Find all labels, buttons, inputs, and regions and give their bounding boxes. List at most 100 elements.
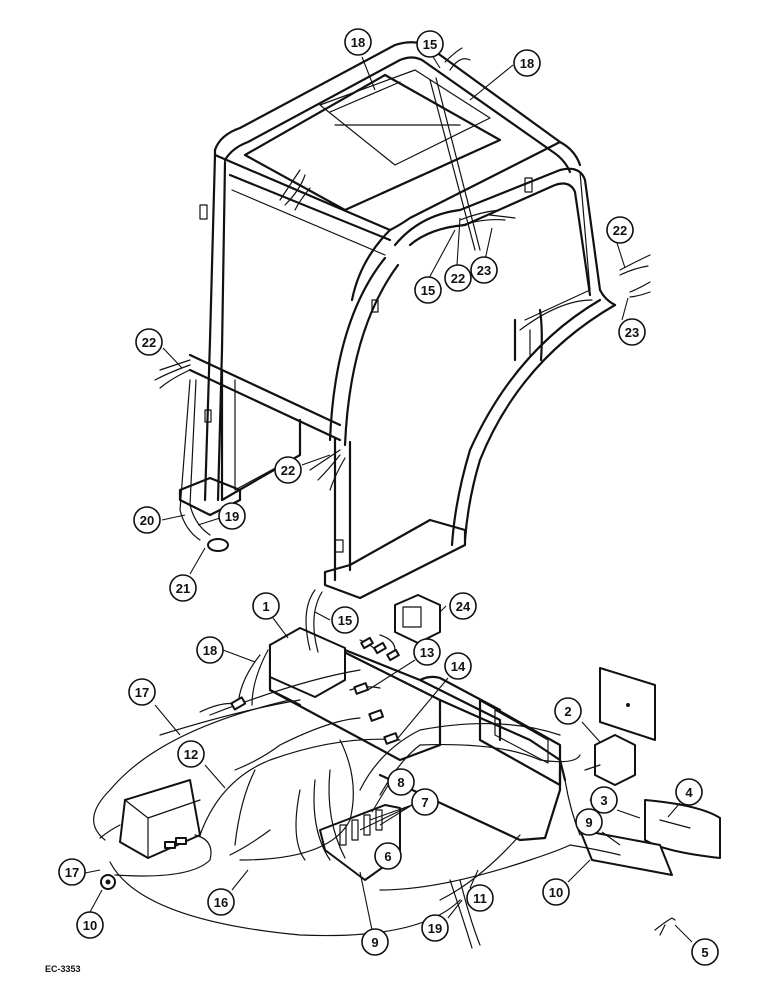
callout-14: 14: [444, 652, 472, 680]
callout-1: 1: [252, 592, 280, 620]
callout-circle: [542, 878, 570, 906]
callout-20: 20: [133, 506, 161, 534]
callout-circle: [421, 914, 449, 942]
leader-lines: [84, 51, 693, 943]
callout-circle: [618, 318, 646, 346]
callout-number: 18: [520, 56, 534, 71]
callout-number: 22: [613, 223, 627, 238]
callout-10: 10: [542, 878, 570, 906]
callout-circle: [470, 256, 498, 284]
callout-19: 19: [421, 914, 449, 942]
callout-17: 17: [128, 678, 156, 706]
callout-number: 19: [428, 921, 442, 936]
callout-5: 5: [691, 938, 719, 966]
callout-number: 8: [397, 775, 404, 790]
callout-13: 13: [413, 638, 441, 666]
callout-10: 10: [76, 911, 104, 939]
callout-number: 1: [262, 599, 269, 614]
callout-circle: [444, 264, 472, 292]
callout-circle: [575, 808, 603, 836]
callout-16: 16: [207, 888, 235, 916]
callout-circle: [691, 938, 719, 966]
callout-3: 3: [590, 786, 618, 814]
callout-circle: [590, 786, 618, 814]
callout-circle: [387, 768, 415, 796]
callout-number: 24: [456, 599, 471, 614]
callout-circle: [128, 678, 156, 706]
callout-number: 6: [384, 849, 391, 864]
callout-circle: [675, 778, 703, 806]
callout-number: 3: [600, 793, 607, 808]
callout-number: 12: [184, 747, 198, 762]
callout-24: 24: [449, 592, 477, 620]
callout-circle: [135, 328, 163, 356]
callout-11: 11: [466, 884, 494, 912]
callout-circle: [252, 592, 280, 620]
callout-6: 6: [374, 842, 402, 870]
callout-circle: [554, 697, 582, 725]
callout-22: 22: [274, 456, 302, 484]
callout-number: 19: [225, 509, 239, 524]
callout-circle: [513, 49, 541, 77]
callout-9: 9: [575, 808, 603, 836]
callout-18: 18: [344, 28, 372, 56]
callout-8: 8: [387, 768, 415, 796]
callout-22: 22: [135, 328, 163, 356]
callout-15: 15: [416, 30, 444, 58]
callout-circle: [606, 216, 634, 244]
callout-circle: [374, 842, 402, 870]
callout-number: 5: [701, 945, 708, 960]
callout-circle: [331, 606, 359, 634]
callout-15: 15: [331, 606, 359, 634]
callout-circle: [133, 506, 161, 534]
callout-circle: [344, 28, 372, 56]
cab-frame: [154, 41, 651, 600]
callout-circle: [274, 456, 302, 484]
callout-number: 13: [420, 645, 434, 660]
callout-number: 17: [65, 865, 79, 880]
callout-number: 18: [351, 35, 365, 50]
callout-22: 22: [444, 264, 472, 292]
callout-number: 22: [142, 335, 156, 350]
callout-19: 19: [218, 502, 246, 530]
callout-circle: [177, 740, 205, 768]
callout-circle: [196, 636, 224, 664]
callout-number: 18: [203, 643, 217, 658]
callout-circle: [361, 928, 389, 956]
callout-22: 22: [606, 216, 634, 244]
callout-number: 22: [451, 271, 465, 286]
callout-9: 9: [361, 928, 389, 956]
callout-number: 16: [214, 895, 228, 910]
callout-circle: [58, 858, 86, 886]
callout-23: 23: [470, 256, 498, 284]
callout-number: 10: [549, 885, 563, 900]
callout-15: 15: [414, 276, 442, 304]
callout-circle: [416, 30, 444, 58]
callout-number: 15: [421, 283, 435, 298]
callout-23: 23: [618, 318, 646, 346]
callout-number: 20: [140, 513, 154, 528]
callout-circle: [207, 888, 235, 916]
callout-number: 15: [338, 613, 352, 628]
callout-number: 14: [451, 659, 466, 674]
callout-number: 23: [477, 263, 491, 278]
callout-2: 2: [554, 697, 582, 725]
callout-21: 21: [169, 574, 197, 602]
callout-circle: [466, 884, 494, 912]
callout-7: 7: [411, 788, 439, 816]
figure-reference: EC-3353: [45, 964, 81, 974]
callout-number: 4: [685, 785, 693, 800]
callout-circle: [414, 276, 442, 304]
callout-circle: [169, 574, 197, 602]
callout-circle: [413, 638, 441, 666]
callout-number: 11: [473, 891, 487, 906]
callout-circle: [218, 502, 246, 530]
callout-12: 12: [177, 740, 205, 768]
callout-number: 10: [83, 918, 97, 933]
callout-number: 21: [176, 581, 190, 596]
callout-17: 17: [58, 858, 86, 886]
callout-circle: [449, 592, 477, 620]
callout-18: 18: [513, 49, 541, 77]
